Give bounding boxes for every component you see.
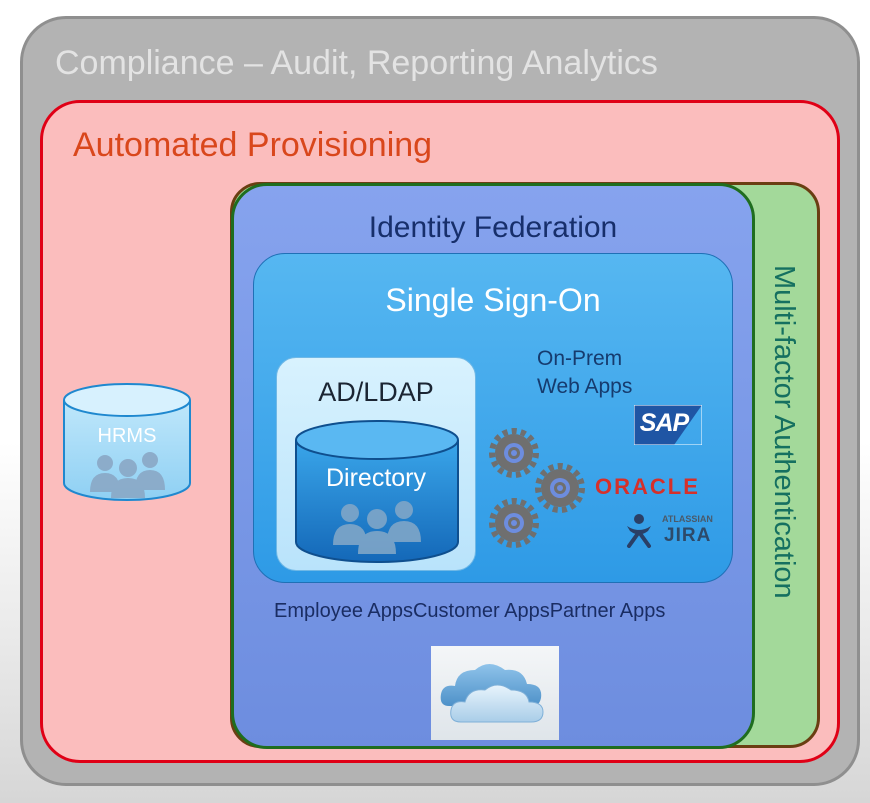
directory-label: Directory <box>325 464 426 492</box>
onprem-web-apps-label: On-Prem Web Apps <box>537 345 632 401</box>
hrms-label: HRMS <box>97 425 157 447</box>
federation-title: Identity Federation <box>368 211 618 244</box>
jira-logo <box>627 514 651 548</box>
provisioning-title: Automated Provisioning <box>73 126 433 164</box>
gear-icon <box>535 463 585 513</box>
gear-icon <box>489 428 539 478</box>
adldap-title: AD/LDAP <box>318 377 434 407</box>
oracle-logo: ORACLE <box>595 474 700 499</box>
jira-label: JIRA <box>664 525 712 546</box>
atlassian-label: ATLASSIAN <box>662 514 713 524</box>
directory-database-icon <box>295 420 459 563</box>
people-icon <box>90 452 165 498</box>
hrms-database-icon <box>63 383 191 501</box>
app-categories: Employee AppsCustomer AppsPartner Apps <box>274 600 665 623</box>
compliance-title: Compliance – Audit, Reporting Analytics <box>55 44 658 82</box>
employee-apps-label: Employee Apps <box>274 600 413 622</box>
onprem-line-2: Web Apps <box>537 375 633 398</box>
mfa-title: Multi-factor Authentication <box>768 265 800 599</box>
onprem-line-1: On-Prem <box>537 347 623 370</box>
gear-icon <box>489 498 539 548</box>
sso-title: Single Sign-On <box>385 282 601 318</box>
partner-apps-label: Partner Apps <box>549 600 666 622</box>
cloud-icon <box>431 646 559 740</box>
gears-graphic <box>489 428 585 548</box>
sap-logo-text: SAP <box>639 409 689 437</box>
sap-logo <box>634 405 702 445</box>
people-icon <box>333 501 421 554</box>
customer-apps-label: Customer Apps <box>412 600 550 622</box>
